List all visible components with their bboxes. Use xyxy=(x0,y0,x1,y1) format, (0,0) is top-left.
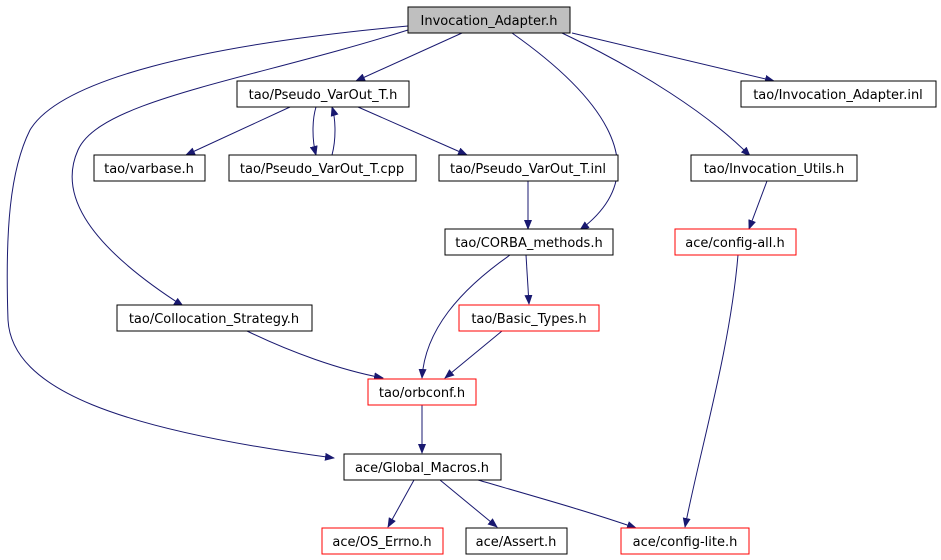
node-label: ace/config-all.h xyxy=(685,236,785,251)
node-tao-pseudo-varout-t-inl[interactable]: tao/Pseudo_VarOut_T.inl xyxy=(438,154,619,182)
node-label: tao/Pseudo_VarOut_T.cpp xyxy=(240,162,404,177)
edge-basic-types-to-orbconf xyxy=(444,330,503,379)
node-label: ace/OS_Errno.h xyxy=(332,535,431,550)
edge-pseudo-varout-h-to-pseudo-varout-inl xyxy=(357,106,468,156)
node-tao-pseudo-varout-t-cpp[interactable]: tao/Pseudo_VarOut_T.cpp xyxy=(228,154,417,182)
node-label: tao/Invocation_Utils.h xyxy=(704,162,845,177)
node-label: tao/Basic_Types.h xyxy=(471,312,586,327)
node-box xyxy=(690,154,858,182)
edge-global-macros-to-config-lite xyxy=(477,479,637,529)
edge-root-to-pseudo-varout-h xyxy=(355,32,463,82)
edges xyxy=(6,25,775,529)
node-label: ace/Global_Macros.h xyxy=(355,461,489,476)
node-label: tao/CORBA_methods.h xyxy=(455,236,602,251)
node-tao-corba-methods-h[interactable]: tao/CORBA_methods.h xyxy=(444,228,614,256)
node-tao-basic-types-h[interactable]: tao/Basic_Types.h xyxy=(458,304,600,332)
edge-path xyxy=(71,29,409,307)
edge-pseudo-varout-h-to-pseudo-varout-cpp xyxy=(309,106,318,156)
edge-root-to-global-macros xyxy=(6,25,409,461)
node-box xyxy=(444,228,614,256)
node-box xyxy=(116,304,313,332)
edge-invocation-utils-to-config-all xyxy=(748,180,768,230)
edge-config-all-to-config-lite xyxy=(682,254,739,528)
node-label: tao/Pseudo_VarOut_T.inl xyxy=(450,162,606,177)
edge-path xyxy=(748,180,768,230)
node-ace-assert-h[interactable]: ace/Assert.h xyxy=(465,527,568,555)
edge-collocation-strategy-to-orbconf xyxy=(246,330,384,381)
edge-root-to-corba-methods xyxy=(511,32,618,231)
node-ace-global-macros-h[interactable]: ace/Global_Macros.h xyxy=(343,453,502,481)
edge-path xyxy=(682,254,739,528)
edge-path xyxy=(357,106,468,156)
node-box xyxy=(367,378,477,406)
edge-path xyxy=(185,106,291,156)
node-tao-orbconf-h[interactable]: tao/orbconf.h xyxy=(367,378,477,406)
node-tao-collocation-strategy-h[interactable]: tao/Collocation_Strategy.h xyxy=(116,304,313,332)
edge-path xyxy=(524,254,533,305)
edge-global-macros-to-os-errno xyxy=(387,479,415,528)
edge-pseudo-varout-cpp-to-pseudo-varout-h xyxy=(330,106,339,156)
node-tao-varbase-h[interactable]: tao/varbase.h xyxy=(93,154,206,182)
node-tao-invocation-adapter-inl[interactable]: tao/Invocation_Adapter.inl xyxy=(740,80,937,108)
edge-root-to-invocation-adapter-inl xyxy=(571,32,775,83)
edge-path xyxy=(330,106,339,156)
node-box xyxy=(93,154,206,182)
node-box xyxy=(740,80,937,108)
node-label: tao/varbase.h xyxy=(104,162,194,177)
node-box xyxy=(465,527,568,555)
edge-corba-methods-to-orbconf xyxy=(418,254,511,379)
edge-corba-methods-to-basic-types xyxy=(524,254,533,305)
edge-global-macros-to-assert xyxy=(439,479,498,528)
edge-path xyxy=(439,479,498,528)
edge-path xyxy=(477,479,637,529)
edge-path xyxy=(561,32,751,157)
edge-path xyxy=(511,32,618,231)
edge-path xyxy=(246,330,384,381)
edge-path xyxy=(387,479,415,528)
node-box xyxy=(321,527,444,555)
node-label: tao/Pseudo_VarOut_T.h xyxy=(249,88,398,103)
edge-path xyxy=(571,32,775,83)
node-ace-os-errno-h[interactable]: ace/OS_Errno.h xyxy=(321,527,444,555)
node-label: tao/Invocation_Adapter.inl xyxy=(753,88,923,103)
node-label: ace/config-lite.h xyxy=(633,535,738,550)
node-box xyxy=(674,228,797,256)
node-invocation-adapter-h: Invocation_Adapter.h xyxy=(407,6,571,34)
node-box xyxy=(343,453,502,481)
node-ace-config-lite-h[interactable]: ace/config-lite.h xyxy=(620,527,750,555)
edge-path xyxy=(418,254,511,379)
node-label: tao/Collocation_Strategy.h xyxy=(129,312,299,327)
node-tao-pseudo-varout-t-h[interactable]: tao/Pseudo_VarOut_T.h xyxy=(236,80,410,108)
node-label: ace/Assert.h xyxy=(476,535,557,550)
node-box xyxy=(407,6,571,34)
nodes: Invocation_Adapter.h tao/Pseudo_VarOut_T… xyxy=(93,6,937,555)
edge-pseudo-varout-h-to-varbase xyxy=(185,106,291,156)
node-box xyxy=(438,154,619,182)
edge-path xyxy=(355,32,463,82)
node-label: tao/orbconf.h xyxy=(379,386,465,401)
edge-path xyxy=(6,25,409,461)
node-box xyxy=(620,527,750,555)
node-label: Invocation_Adapter.h xyxy=(421,14,558,29)
node-box xyxy=(458,304,600,332)
edge-root-to-collocation-strategy xyxy=(71,29,409,307)
node-box xyxy=(228,154,417,182)
edge-path xyxy=(444,330,503,379)
edge-path xyxy=(309,106,318,156)
node-tao-invocation-utils-h[interactable]: tao/Invocation_Utils.h xyxy=(690,154,858,182)
node-ace-config-all-h[interactable]: ace/config-all.h xyxy=(674,228,797,256)
edge-root-to-invocation-utils xyxy=(561,32,751,157)
node-box xyxy=(236,80,410,108)
